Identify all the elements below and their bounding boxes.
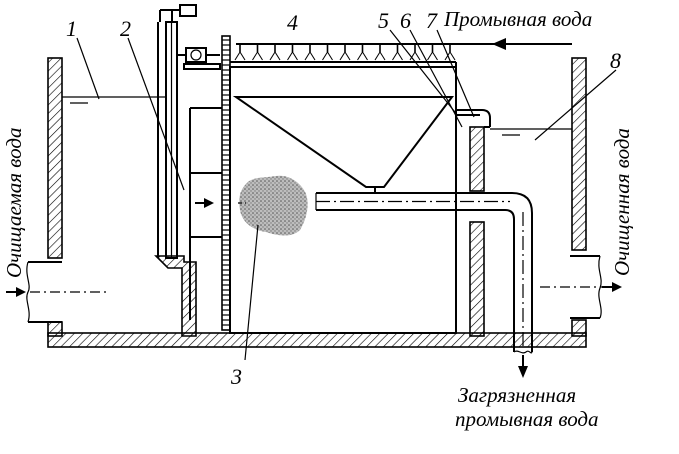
sludge-blob bbox=[238, 175, 308, 236]
outlet-port bbox=[540, 255, 622, 319]
dirty-water-label-line2: промывная вода bbox=[455, 407, 599, 431]
filter-media bbox=[221, 35, 231, 331]
label-6: 6 bbox=[400, 8, 411, 33]
label-1: 1 bbox=[66, 16, 77, 41]
wash-water-arrow bbox=[492, 38, 572, 50]
label-2: 2 bbox=[120, 16, 131, 41]
wash-water-label: Промывная вода bbox=[443, 7, 592, 31]
inlet-water-label: Очищаемая вода bbox=[2, 128, 26, 278]
spray-header bbox=[234, 43, 494, 61]
drain-pipe bbox=[315, 192, 533, 378]
filter-chamber bbox=[229, 61, 457, 334]
dirty-water-label-line1: Загрязненная bbox=[458, 383, 576, 407]
label-8: 8 bbox=[610, 48, 621, 73]
label-7: 7 bbox=[426, 8, 438, 33]
overflow-gutter bbox=[456, 109, 491, 128]
inlet-port bbox=[6, 261, 110, 323]
label-5: 5 bbox=[378, 8, 389, 33]
outlet-water-label: Очищенная вода bbox=[610, 128, 634, 276]
water-levels bbox=[62, 96, 572, 136]
tank-walls bbox=[47, 57, 587, 348]
label-3: 3 bbox=[230, 364, 242, 389]
label-4: 4 bbox=[287, 10, 298, 35]
leader-lines bbox=[76, 29, 617, 361]
inlet-slot bbox=[189, 107, 222, 320]
